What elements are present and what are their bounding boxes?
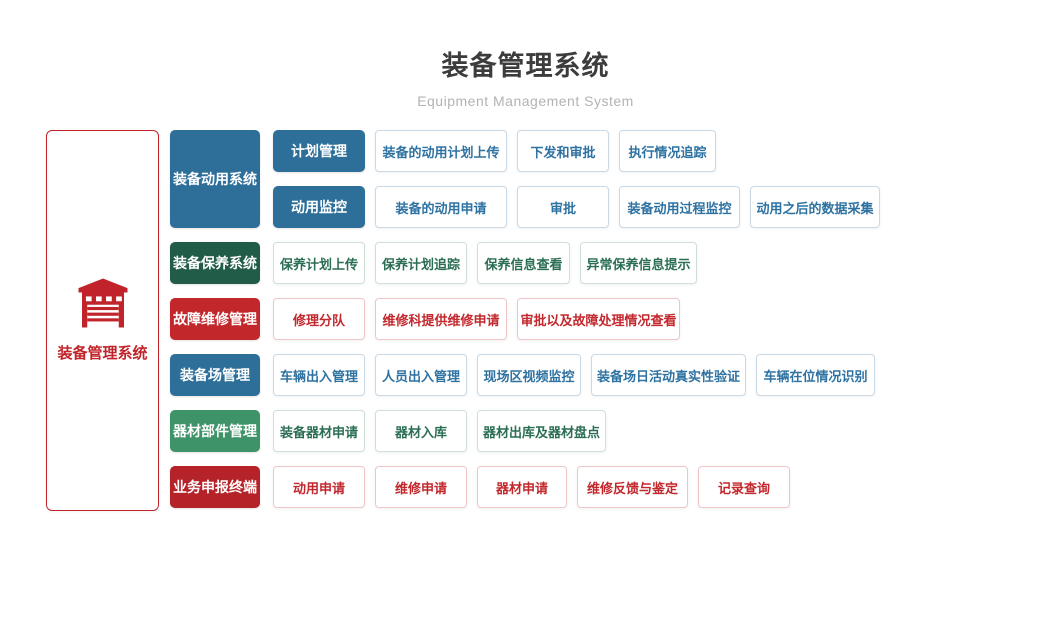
function-node: 维修反馈与鉴定 — [577, 466, 688, 508]
function-node: 车辆在位情况识别 — [756, 354, 875, 396]
section-fault-repair-management: 故障维修管理 — [170, 298, 260, 340]
subsection-equipment-mobilization-system-1: 动用监控 — [273, 186, 365, 228]
section-equipment-yard-management: 装备场管理 — [170, 354, 260, 396]
function-node: 修理分队 — [273, 298, 365, 340]
section-business-application-terminal: 业务申报终端 — [170, 466, 260, 508]
function-node: 装备的动用申请 — [375, 186, 507, 228]
function-node: 保养计划上传 — [273, 242, 365, 284]
function-node: 保养信息查看 — [477, 242, 570, 284]
function-node: 保养计划追踪 — [375, 242, 467, 284]
section-equipment-maintenance-system: 装备保养系统 — [170, 242, 260, 284]
diagram-header: 装备管理系统 Equipment Management System — [0, 44, 1051, 109]
function-node: 人员出入管理 — [375, 354, 467, 396]
function-node: 异常保养信息提示 — [580, 242, 697, 284]
root-node-label: 装备管理系统 — [57, 345, 148, 362]
function-node: 维修科提供维修申请 — [375, 298, 507, 340]
section-equipment-mobilization-system: 装备动用系统 — [170, 130, 260, 228]
subsection-equipment-mobilization-system-0: 计划管理 — [273, 130, 365, 172]
root-node: 装备管理系统 — [46, 130, 159, 511]
function-node: 现场区视频监控 — [477, 354, 581, 396]
function-node: 装备的动用计划上传 — [375, 130, 507, 172]
function-node: 器材申请 — [477, 466, 567, 508]
function-node: 动用之后的数据采集 — [750, 186, 880, 228]
function-node: 器材出库及器材盘点 — [477, 410, 606, 452]
function-node: 装备器材申请 — [273, 410, 365, 452]
function-node: 执行情况追踪 — [619, 130, 716, 172]
garage-icon — [75, 278, 131, 333]
page-subtitle: Equipment Management System — [417, 93, 634, 109]
function-node: 审批以及故障处理情况查看 — [517, 298, 680, 340]
function-node: 记录查询 — [698, 466, 790, 508]
function-node: 下发和审批 — [517, 130, 609, 172]
page-title: 装备管理系统 — [441, 51, 610, 81]
function-node: 动用申请 — [273, 466, 365, 508]
function-node: 装备动用过程监控 — [619, 186, 740, 228]
function-node: 器材入库 — [375, 410, 467, 452]
function-node: 车辆出入管理 — [273, 354, 365, 396]
function-node: 审批 — [517, 186, 609, 228]
function-node: 装备场日活动真实性验证 — [591, 354, 746, 396]
section-materials-parts-management: 器材部件管理 — [170, 410, 260, 452]
function-node: 维修申请 — [375, 466, 467, 508]
